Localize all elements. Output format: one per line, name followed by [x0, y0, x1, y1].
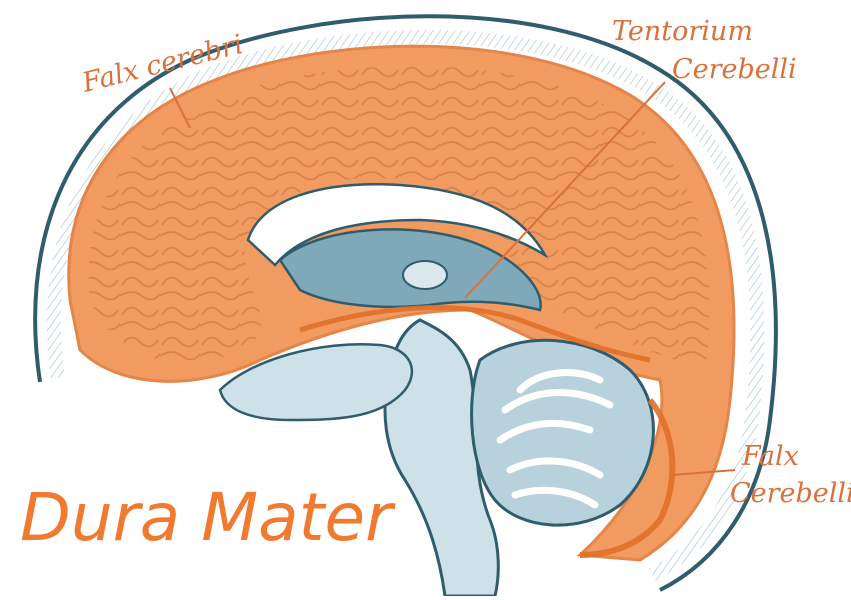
- label-falx-cerebelli-line1: Falx: [741, 441, 799, 472]
- label-tentorium-line1: Tentorium: [612, 16, 753, 47]
- interthalamic-adhesion: [403, 261, 447, 289]
- label-tentorium-line2: Cerebelli: [672, 54, 797, 85]
- cerebellum: [472, 340, 654, 525]
- diagram-title: Dura Mater: [20, 479, 396, 556]
- label-falx-cerebelli-line2: Cerebelli: [730, 478, 851, 509]
